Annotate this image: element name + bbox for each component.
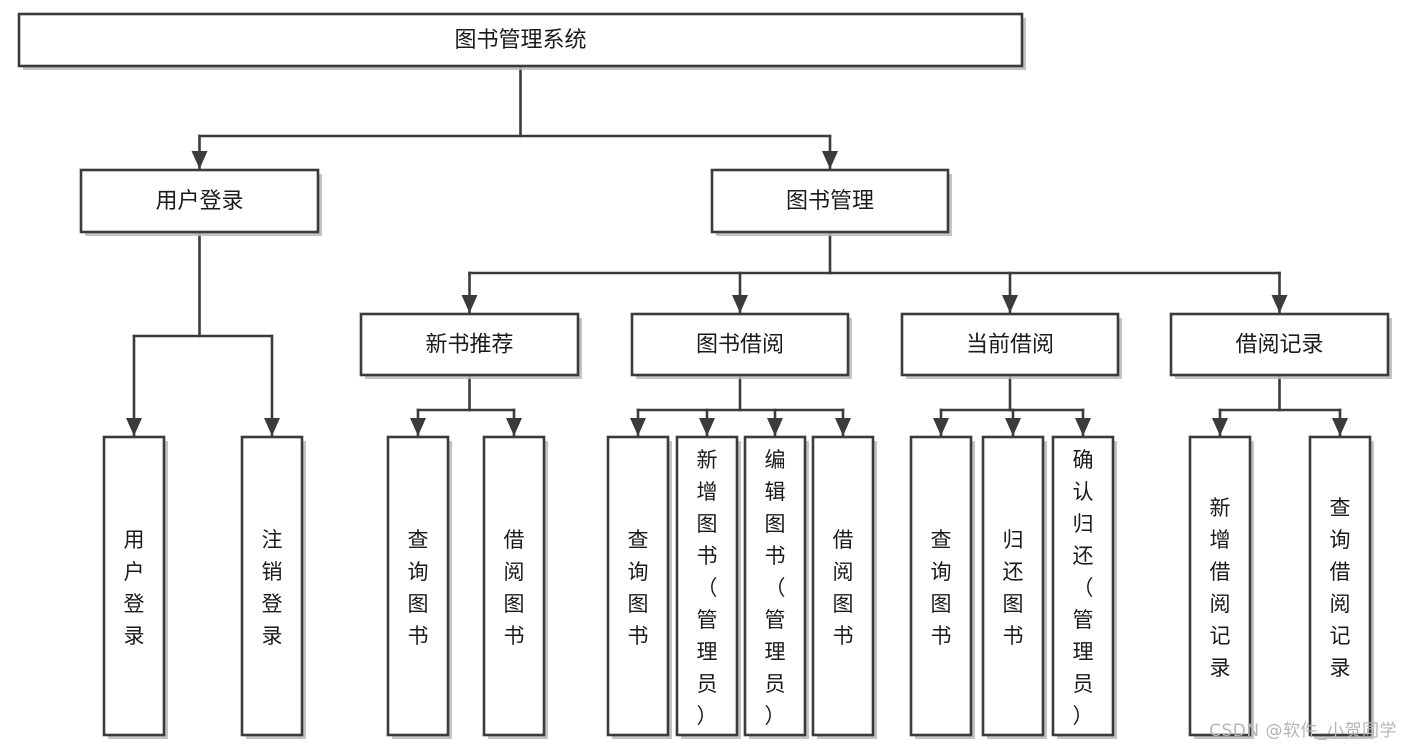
arrow-head-icon [732, 295, 748, 313]
node-label: 当前借阅 [966, 333, 1054, 358]
node-label: 借阅图书 [833, 528, 854, 648]
arrow-head-icon [506, 418, 522, 436]
node-rect[interactable] [1169, 312, 1390, 377]
node-rect[interactable] [386, 435, 450, 737]
node-label: 新书推荐 [425, 333, 513, 358]
node-rect[interactable] [606, 435, 670, 737]
node-rect[interactable] [1051, 435, 1115, 737]
node-rect[interactable] [710, 168, 950, 234]
node-label: 图书管理系统 [454, 28, 586, 53]
node-label: 用户登录 [155, 189, 243, 214]
node-label: 借阅记录 [1235, 333, 1323, 358]
node-label: 用户登录 [124, 528, 145, 648]
arrow-head-icon [835, 418, 851, 436]
node-leaf-leaf-user-login[interactable]: 用户登录 [102, 435, 168, 739]
node-rect[interactable] [102, 435, 166, 737]
node-rect[interactable] [675, 435, 739, 737]
arrow-head-icon [410, 418, 426, 436]
node-leaf-leaf-query-book-2[interactable]: 查询图书 [606, 435, 672, 739]
node-rect[interactable] [909, 435, 973, 737]
node-leaf-leaf-add-book[interactable]: 新增图书（管理员） [675, 435, 741, 739]
node-level2-new-book-recommend[interactable]: 新书推荐 [359, 312, 582, 379]
node-rect[interactable] [240, 435, 304, 737]
node-leaf-leaf-query-record[interactable]: 查询借阅记录 [1308, 435, 1374, 739]
node-rect[interactable] [811, 435, 875, 737]
arrow-head-icon [767, 418, 783, 436]
node-label: 图书管理 [786, 189, 874, 214]
arrow-head-icon [1271, 295, 1288, 313]
node-rect[interactable] [1188, 435, 1252, 737]
node-label: 注销登录 [262, 528, 283, 648]
node-rect[interactable] [482, 435, 546, 737]
node-rect[interactable] [1308, 435, 1372, 737]
node-layer: 图书管理系统用户登录图书管理新书推荐图书借阅当前借阅借阅记录用户登录注销登录查询… [17, 12, 1392, 739]
arrow-head-icon [1212, 418, 1228, 436]
node-leaf-leaf-query-book-3[interactable]: 查询图书 [909, 435, 975, 739]
node-rect[interactable] [743, 435, 807, 737]
watermark-text: CSDN @软件_小贺同学 [1209, 721, 1397, 741]
node-label: 借阅图书 [504, 528, 525, 648]
node-label: 查询借阅记录 [1330, 496, 1351, 680]
node-label: 新增图书（管理员） [697, 448, 718, 728]
node-rect[interactable] [630, 312, 850, 377]
arrow-head-icon [699, 418, 715, 436]
node-leaf-leaf-edit-book[interactable]: 编辑图书（管理员） [743, 435, 809, 739]
arrow-head-icon [822, 151, 838, 169]
node-label: 查询图书 [628, 528, 649, 648]
node-label: 查询图书 [408, 528, 429, 648]
node-label: 归还图书 [1003, 528, 1024, 648]
node-rect[interactable] [79, 168, 320, 234]
node-level1-book-manage[interactable]: 图书管理 [710, 168, 952, 236]
connector-layer [126, 64, 1348, 438]
node-label: 确认归还（管理员） [1073, 448, 1094, 728]
node-rect[interactable] [17, 12, 1024, 68]
node-label: 查询图书 [931, 528, 952, 648]
node-leaf-leaf-confirm-return[interactable]: 确认归还（管理员） [1051, 435, 1117, 739]
arrow-head-icon [191, 151, 208, 169]
node-root-root[interactable]: 图书管理系统 [17, 12, 1026, 70]
node-label: 图书借阅 [696, 333, 784, 358]
node-rect[interactable] [359, 312, 580, 377]
arrow-head-icon [933, 418, 949, 436]
arrow-head-icon [1005, 418, 1021, 436]
node-label: 编辑图书（管理员） [765, 448, 786, 728]
node-rect[interactable] [981, 435, 1045, 737]
node-leaf-leaf-borrow-book-1[interactable]: 借阅图书 [482, 435, 548, 739]
arrow-head-icon [264, 418, 280, 436]
node-level2-current-borrow[interactable]: 当前借阅 [900, 312, 1122, 379]
node-level2-borrow-record[interactable]: 借阅记录 [1169, 312, 1392, 379]
node-leaf-leaf-query-book-1[interactable]: 查询图书 [386, 435, 452, 739]
node-leaf-leaf-return-book[interactable]: 归还图书 [981, 435, 1047, 739]
arrow-head-icon [1332, 418, 1348, 436]
arrow-head-icon [126, 418, 142, 436]
node-leaf-leaf-add-record[interactable]: 新增借阅记录 [1188, 435, 1254, 739]
arrow-head-icon [630, 418, 646, 436]
arrow-head-icon [1002, 295, 1018, 313]
node-level1-user-login[interactable]: 用户登录 [79, 168, 322, 236]
node-leaf-leaf-user-logout[interactable]: 注销登录 [240, 435, 306, 739]
arrow-head-icon [1075, 418, 1091, 436]
node-leaf-leaf-borrow-book-2[interactable]: 借阅图书 [811, 435, 877, 739]
node-rect[interactable] [900, 312, 1120, 377]
node-label: 新增借阅记录 [1210, 496, 1231, 680]
node-level2-book-borrow[interactable]: 图书借阅 [630, 312, 852, 379]
arrow-head-icon [461, 295, 478, 313]
